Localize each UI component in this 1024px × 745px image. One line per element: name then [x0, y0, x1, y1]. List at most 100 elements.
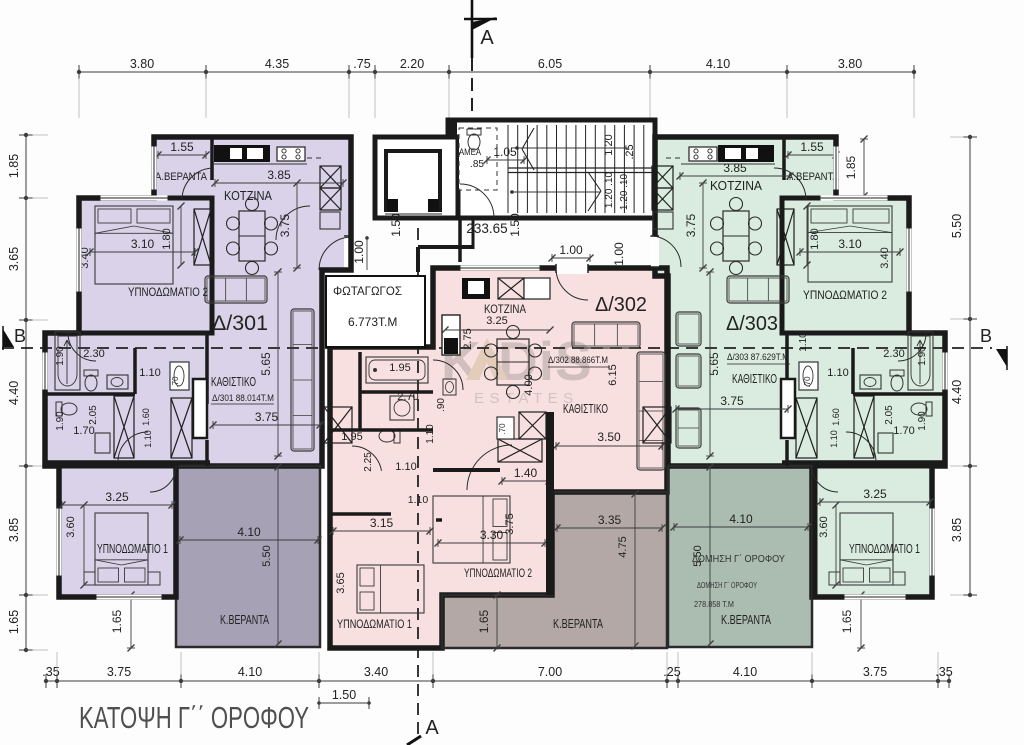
svg-text:1.00: 1.00 [352, 240, 366, 264]
svg-text:2.30: 2.30 [883, 348, 904, 360]
svg-text:ΥΠΝΟΔΩΜΑΤΙΟ 2: ΥΠΝΟΔΩΜΑΤΙΟ 2 [128, 285, 208, 299]
svg-text:3.25: 3.25 [105, 490, 129, 504]
svg-text:1.20 .10: 1.20 .10 [619, 173, 630, 210]
svg-text:4.10: 4.10 [237, 525, 261, 539]
svg-text:1.55: 1.55 [800, 140, 824, 154]
svg-text:3.30: 3.30 [480, 528, 504, 542]
svg-text:ΚΑΘΙΣΤΙΚΟ: ΚΑΘΙΣΤΙΚΟ [732, 372, 777, 386]
svg-text:2.75: 2.75 [462, 328, 474, 349]
svg-text:1.80: 1.80 [809, 228, 821, 249]
svg-text:ΚΟΤΖΙΝΑ: ΚΟΤΖΙΝΑ [710, 179, 763, 193]
svg-text:ΚΑΘΙΣΤΙΚΟ: ΚΑΘΙΣΤΙΚΟ [563, 402, 608, 416]
svg-text:3.80: 3.80 [130, 57, 154, 71]
svg-text:2.05: 2.05 [884, 405, 895, 425]
svg-text:B: B [980, 326, 992, 346]
svg-text:3.60: 3.60 [65, 516, 77, 537]
svg-text:5.65: 5.65 [259, 352, 273, 376]
svg-text:4.40: 4.40 [7, 381, 21, 405]
svg-text:1.00: 1.00 [612, 242, 626, 266]
svg-text:1.10: 1.10 [827, 367, 848, 379]
svg-text:Α.ΒΕΡΑΝΤΑ: Α.ΒΕΡΑΝΤΑ [155, 171, 208, 183]
svg-text:B: B [14, 326, 26, 346]
svg-text:Κ.ΒΕΡΑΝΤΑ: Κ.ΒΕΡΑΝΤΑ [220, 612, 269, 627]
svg-text:5.50: 5.50 [261, 545, 273, 566]
svg-text:3.35: 3.35 [598, 513, 622, 527]
svg-text:K DiS: K DiS [441, 330, 593, 392]
svg-text:.25: .25 [663, 665, 680, 679]
svg-text:4.10: 4.10 [706, 57, 730, 71]
svg-text:4.10: 4.10 [729, 512, 753, 526]
svg-text:1.90: 1.90 [917, 411, 928, 431]
svg-text:Δ/303 87.629Τ.Μ: Δ/303 87.629Τ.Μ [727, 352, 789, 362]
svg-text:3.85: 3.85 [267, 168, 291, 182]
svg-text:1.40: 1.40 [514, 466, 538, 480]
svg-text:3.75: 3.75 [863, 665, 887, 679]
svg-text:3.85: 3.85 [7, 518, 21, 542]
svg-text:1.90: 1.90 [917, 346, 928, 366]
svg-text:A: A [480, 27, 494, 49]
svg-text:3.75: 3.75 [107, 665, 131, 679]
svg-text:.35: .35 [935, 665, 952, 679]
svg-text:1.65: 1.65 [477, 609, 491, 633]
svg-text:3.85: 3.85 [723, 161, 747, 175]
svg-text:ΚΟΤΖΙΝΑ: ΚΟΤΖΙΝΑ [224, 189, 273, 203]
svg-text:5.50: 5.50 [950, 214, 964, 238]
svg-text:3.75: 3.75 [684, 213, 698, 237]
svg-text:1.60: 1.60 [141, 408, 151, 426]
svg-text:3.60: 3.60 [818, 516, 830, 537]
svg-text:Δ/302: Δ/302 [595, 294, 647, 316]
svg-text:3.10: 3.10 [131, 237, 155, 251]
svg-text:1.90: 1.90 [55, 346, 66, 366]
svg-text:3.40: 3.40 [364, 665, 388, 679]
svg-text:1.95: 1.95 [341, 431, 362, 443]
svg-text:1.80: 1.80 [161, 228, 173, 249]
svg-text:3.25: 3.25 [486, 315, 507, 327]
svg-text:1.05: 1.05 [493, 145, 517, 159]
svg-text:1.65: 1.65 [7, 610, 21, 634]
svg-text:Δ/301 88.014Τ.Μ: Δ/301 88.014Τ.Μ [212, 393, 274, 403]
svg-text:1.00: 1.00 [559, 243, 583, 257]
svg-text:1.95: 1.95 [389, 362, 410, 374]
svg-text:3.75: 3.75 [255, 410, 279, 424]
svg-text:Δ/301: Δ/301 [212, 312, 268, 335]
svg-text:3.10: 3.10 [838, 237, 862, 251]
svg-text:5.50: 5.50 [692, 545, 704, 566]
svg-text:6.773Τ.Μ: 6.773Τ.Μ [348, 315, 397, 329]
svg-text:.75: .75 [353, 57, 370, 71]
svg-text:A: A [425, 717, 439, 739]
svg-text:1.70: 1.70 [893, 425, 914, 437]
svg-text:2.25: 2.25 [363, 452, 374, 472]
svg-text:3.80: 3.80 [838, 57, 862, 71]
svg-text:3.75: 3.75 [504, 513, 516, 534]
svg-text:4.10: 4.10 [238, 665, 262, 679]
svg-text:ΚΟΤΖΙΝΑ: ΚΟΤΖΙΝΑ [484, 302, 526, 316]
svg-text:1.10: 1.10 [408, 494, 429, 506]
svg-text:1.10: 1.10 [798, 332, 809, 352]
svg-text:3.40: 3.40 [879, 247, 891, 268]
svg-text:ΑΜΕΑ: ΑΜΕΑ [459, 147, 481, 157]
svg-text:1.90: 1.90 [55, 411, 66, 431]
svg-text:2.30: 2.30 [83, 348, 104, 360]
svg-text:Δ/303: Δ/303 [726, 313, 778, 335]
svg-text:Δ/302 88.866Τ.Μ: Δ/302 88.866Τ.Μ [548, 355, 608, 365]
svg-text:ΥΠΝΟΔΩΜΑΤΙΟ 1: ΥΠΝΟΔΩΜΑΤΙΟ 1 [97, 541, 168, 556]
svg-text:1.50: 1.50 [389, 213, 403, 237]
svg-text:4.40: 4.40 [950, 380, 964, 404]
svg-text:1.65: 1.65 [840, 609, 854, 633]
svg-text:.70: .70 [498, 423, 507, 435]
svg-text:6.05: 6.05 [538, 57, 562, 71]
svg-text:1.85: 1.85 [7, 154, 21, 178]
svg-text:1.70: 1.70 [73, 425, 94, 437]
svg-text:1.55: 1.55 [170, 140, 194, 154]
svg-text:Κ.ΒΕΡΑΝΤΑ: Κ.ΒΕΡΑΝΤΑ [721, 612, 771, 627]
svg-text:4.00: 4.00 [523, 374, 535, 395]
svg-text:3.50: 3.50 [597, 430, 621, 444]
svg-text:1.10: 1.10 [139, 367, 160, 379]
svg-text:1.85: 1.85 [844, 155, 858, 179]
svg-text:.85: .85 [470, 159, 484, 170]
svg-text:1.10: 1.10 [395, 461, 416, 473]
svg-text:1.10: 1.10 [143, 430, 153, 448]
svg-text:.70: .70 [171, 376, 180, 388]
svg-text:.25: .25 [624, 144, 636, 159]
svg-text:3.25: 3.25 [863, 487, 887, 501]
